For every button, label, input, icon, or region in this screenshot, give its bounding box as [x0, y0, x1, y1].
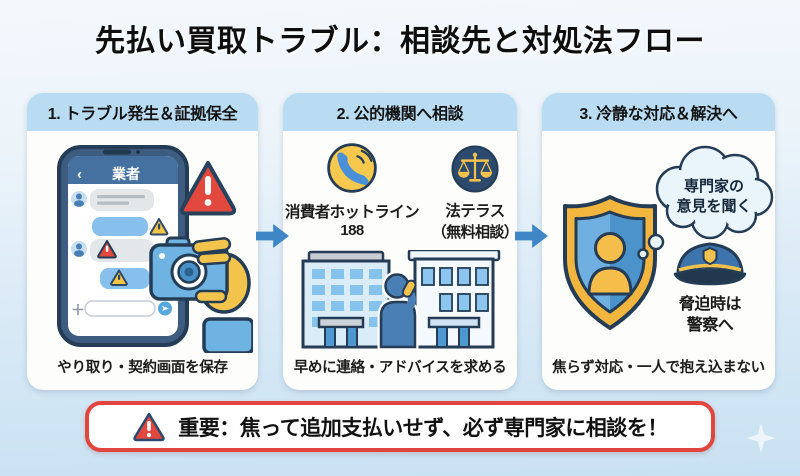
banner-text: 重要：焦って追加支払いせず、必ず専門家に相談を！: [178, 416, 668, 440]
contact-options: 消費者ホットライン 188 法テラス （無料相談）: [283, 141, 519, 242]
hand-fingers: [191, 237, 232, 304]
chat-plus-icon: ＋: [71, 302, 85, 318]
warning-triangle-small-icon: [149, 218, 169, 236]
contact-name: 消費者ホットライン: [284, 204, 420, 221]
step-1-caption: やり取り・契約画面を保存: [57, 360, 228, 376]
person-icon: [587, 232, 633, 296]
step-2-caption: 早めに連絡・アドバイスを求める: [293, 360, 507, 376]
shield-icon: [563, 195, 657, 330]
handset-icon: [401, 279, 417, 298]
police-note-line2: 警察へ: [686, 315, 734, 334]
step-card-3: 3. 冷静な対応＆解決へ: [542, 93, 775, 390]
houterasu: 法テラス （無料相談）: [431, 141, 519, 242]
consumer-hotline: 消費者ホットライン 188: [283, 141, 421, 239]
person-on-phone: [377, 271, 419, 350]
step-card-1: 1. トラブル発生＆証拠保全 ‹ 業者: [27, 93, 258, 390]
sleeve: [202, 317, 253, 353]
warning-triangle-small-icon-2: [110, 269, 128, 286]
banner-warning-icon: [133, 412, 165, 442]
step-3-caption: 焦らず対応・一人で抱え込まない: [552, 360, 765, 376]
resolution-illustration: 専門家の 意見を聞く 脅迫時は 警察へ: [563, 145, 774, 334]
thought-bubble: 専門家の 意見を聞く: [637, 145, 774, 260]
contact-name: 法テラス: [445, 203, 505, 220]
police-cap-icon: [673, 242, 747, 286]
phone-hotline-icon: [327, 143, 377, 193]
warning-triangle-red-small-icon: [97, 240, 117, 259]
chat-back-icon: ‹: [77, 166, 82, 183]
thought-text-line1: 専門家の: [684, 177, 744, 195]
evidence-phone-illustration: ‹ 業者: [57, 145, 253, 353]
police-note-line1: 脅迫時は: [678, 294, 742, 313]
step-card-2: 2. 公的機関へ相談 消費者ホットライン 188: [283, 93, 519, 390]
page-title: 先払い買取トラブル：相談先と対処法フロー: [95, 25, 705, 58]
step-3-header: 3. 冷静な対応＆解決へ: [542, 93, 775, 131]
buildings-illustration: [301, 250, 501, 350]
scales-icon: [451, 145, 499, 193]
contact-note: （無料相談）: [431, 224, 519, 241]
office-building-left: [301, 250, 391, 349]
contact-number: 188: [340, 222, 364, 239]
step-2-header: 2. 公的機関へ相談: [283, 93, 517, 131]
sparkle-icon: [746, 423, 776, 453]
step-1-header: 1. トラブル発生＆証拠保全: [27, 93, 258, 131]
thought-text-line2: 意見を聞く: [676, 197, 751, 215]
alert-triangle-icon: [179, 161, 237, 216]
chat-title: 業者: [111, 166, 140, 182]
important-banner: 重要：焦って追加支払いせず、必ず専門家に相談を！: [85, 401, 715, 452]
office-building-right: [407, 250, 501, 349]
